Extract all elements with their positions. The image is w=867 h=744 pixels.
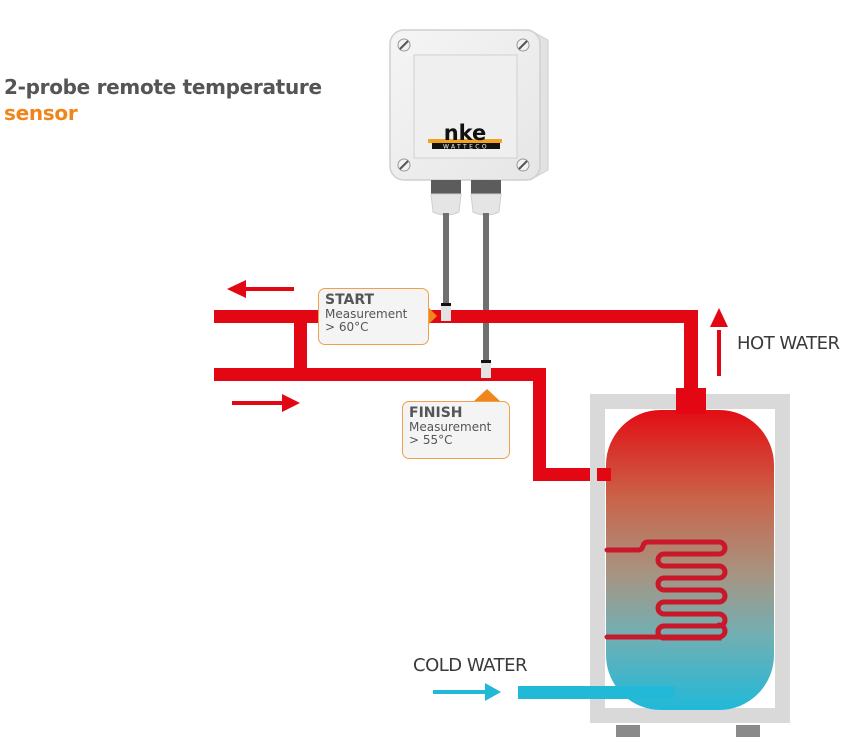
arrow-right-icon (232, 394, 300, 412)
screw-icon (516, 38, 530, 52)
logo-stripe-black (432, 143, 500, 149)
probe-cable-finish (483, 213, 489, 363)
pipe-bottom (214, 368, 546, 381)
start-line-2: > 60°C (325, 320, 369, 334)
cold-water-pipe (518, 686, 674, 699)
cable-gland-right (470, 180, 502, 216)
start-callout: START Measurement > 60°C (318, 288, 429, 345)
finish-title: FINISH (409, 405, 463, 421)
cold-water-label: COLD WATER (413, 655, 527, 676)
start-title: START (325, 292, 375, 308)
water-tank (518, 310, 790, 737)
probe-tip-finish (481, 360, 491, 378)
finish-callout: FINISH Measurement > 55°C (402, 401, 510, 459)
page-title: 2-probe remote temperature sensor (4, 74, 322, 126)
arrow-right-cold-icon (433, 683, 501, 701)
title-line-1: 2-probe remote temperature (4, 75, 322, 99)
logo-stripe-orange (428, 139, 502, 143)
arrow-up-icon (710, 308, 728, 376)
pipe-riser (533, 368, 546, 480)
title-line-2: sensor (4, 101, 78, 125)
cable-gland-left (430, 180, 462, 216)
pipe-top (214, 310, 698, 323)
probe-cable-start (443, 213, 449, 305)
arrow-left-icon (227, 280, 294, 298)
tank-body (606, 410, 774, 710)
start-line-1: Measurement (325, 307, 408, 321)
screw-icon (397, 158, 411, 172)
finish-line-1: Measurement (409, 420, 492, 434)
callout-pointer (473, 389, 501, 402)
probe-tip-start (441, 303, 451, 321)
heat-exchanger-coil (604, 539, 728, 641)
pipe-bypass (294, 310, 307, 380)
finish-line-2: > 55°C (409, 433, 453, 447)
tank-foot (616, 725, 640, 737)
brand-sublogo: WATTECO (443, 144, 489, 151)
callout-pointer (428, 307, 437, 325)
screw-icon (397, 38, 411, 52)
brand-logo: nke (444, 121, 487, 145)
screw-icon (516, 158, 530, 172)
tank-foot (736, 725, 760, 737)
sensor-device (389, 29, 549, 216)
hot-water-label: HOT WATER (737, 333, 840, 354)
